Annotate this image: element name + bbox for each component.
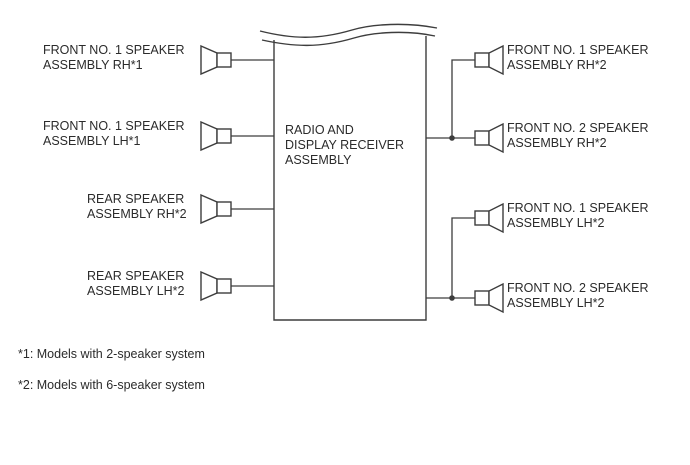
speaker-icon-left-2 [200, 120, 232, 152]
receiver-box-label-line: ASSEMBLY [285, 153, 352, 167]
label-line: REAR SPEAKER [87, 269, 185, 283]
speaker-icon-right-1 [474, 44, 504, 76]
label-line: FRONT NO. 2 SPEAKER [507, 121, 649, 135]
speaker-icon-left-4 [200, 270, 232, 302]
label-line: ASSEMBLY LH*2 [87, 284, 185, 298]
speaker-icon-right-4 [474, 282, 504, 314]
label-line: ASSEMBLY LH*2 [507, 296, 605, 310]
wire-right-lower-branch [451, 217, 475, 298]
right-speaker-label-3: FRONT NO. 1 SPEAKER ASSEMBLY LH*2 [507, 201, 648, 231]
speaker-icon-left-3 [200, 193, 232, 225]
label-line: FRONT NO. 1 SPEAKER [507, 201, 649, 215]
speaker-icon-left-1 [200, 44, 232, 76]
receiver-box-label-line: DISPLAY RECEIVER [285, 138, 405, 152]
right-speaker-label-4: FRONT NO. 2 SPEAKER ASSEMBLY LH*2 [507, 281, 648, 311]
right-speaker-label-1: FRONT NO. 1 SPEAKER ASSEMBLY RH*2 [507, 43, 648, 73]
receiver-box-label-line: RADIO AND [285, 123, 354, 137]
label-line: ASSEMBLY RH*1 [43, 58, 143, 72]
left-speaker-label-2: FRONT NO. 1 SPEAKER ASSEMBLY LH*1 [43, 119, 184, 149]
label-line: ASSEMBLY RH*2 [507, 136, 607, 150]
break-line-lower [261, 31, 436, 47]
label-line: FRONT NO. 1 SPEAKER [43, 119, 185, 133]
right-speaker-label-2: FRONT NO. 2 SPEAKER ASSEMBLY RH*2 [507, 121, 648, 151]
label-line: ASSEMBLY RH*2 [507, 58, 607, 72]
receiver-box-outline [273, 36, 427, 321]
speaker-icon-right-2 [474, 122, 504, 154]
left-speaker-label-4: REAR SPEAKER ASSEMBLY LH*2 [87, 269, 185, 299]
label-line: ASSEMBLY LH*1 [43, 134, 141, 148]
junction-dot-lower [449, 295, 455, 301]
label-line: REAR SPEAKER [87, 192, 185, 206]
wire-right-upper-branch [451, 59, 475, 138]
label-line: ASSEMBLY RH*2 [87, 207, 187, 221]
label-line: FRONT NO. 1 SPEAKER [507, 43, 649, 57]
left-speaker-label-3: REAR SPEAKER ASSEMBLY RH*2 [87, 192, 187, 222]
break-line-upper [259, 23, 438, 38]
footnote-1: *1: Models with 2-speaker system [18, 347, 205, 361]
junction-dot-upper [449, 135, 455, 141]
speaker-icon-right-3 [474, 202, 504, 234]
left-speaker-label-1: FRONT NO. 1 SPEAKER ASSEMBLY RH*1 [43, 43, 184, 73]
footnote-2: *2: Models with 6-speaker system [18, 378, 205, 392]
label-line: FRONT NO. 1 SPEAKER [43, 43, 185, 57]
label-line: ASSEMBLY LH*2 [507, 216, 605, 230]
label-line: FRONT NO. 2 SPEAKER [507, 281, 649, 295]
receiver-box-label: RADIO AND DISPLAY RECEIVER ASSEMBLY [285, 123, 404, 168]
